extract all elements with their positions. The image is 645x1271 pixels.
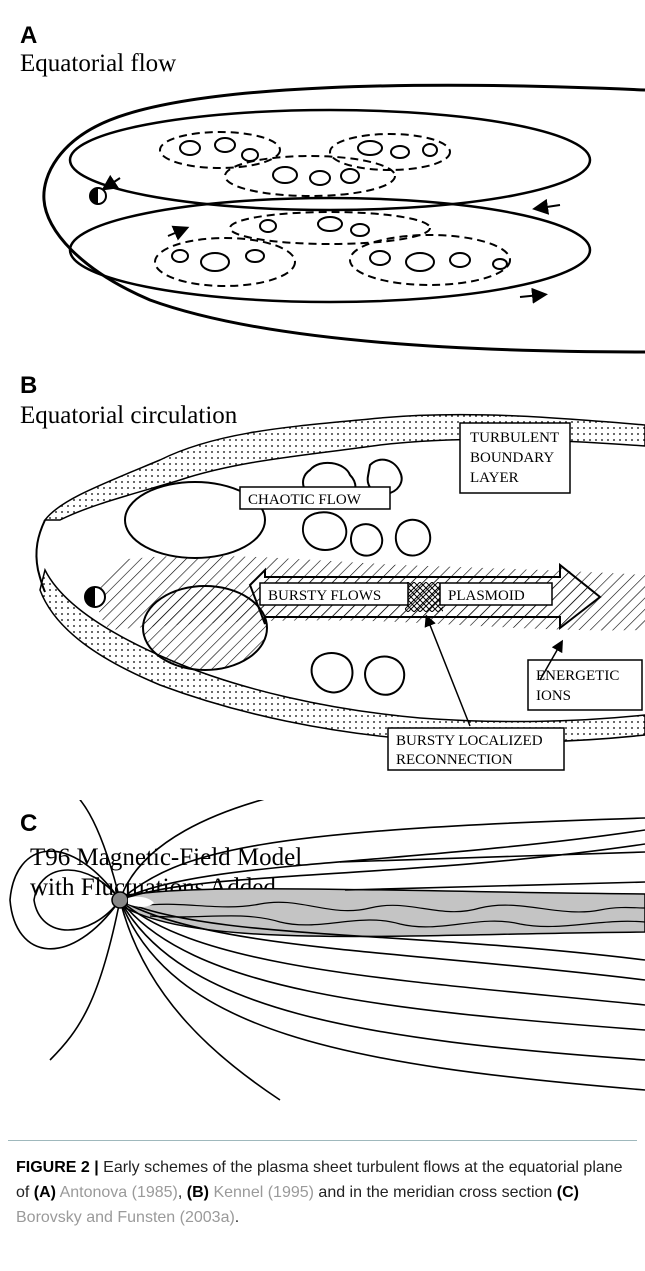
turbulent-label-3: LAYER	[470, 470, 519, 486]
turbulent-label-2: BOUNDARY	[470, 450, 554, 466]
magnetic-field-model-diagram	[0, 800, 645, 1130]
reconnection-label-1: BURSTY LOCALIZED	[396, 733, 543, 749]
energetic-label-2: IONS	[536, 688, 571, 704]
caption-ref-a[interactable]: Antonova (1985)	[56, 1184, 178, 1201]
energetic-label-1: ENERGETIC	[536, 668, 619, 684]
bursty-flows-label: BURSTY FLOWS	[268, 588, 381, 604]
figure-caption: FIGURE 2 | Early schemes of the plasma s…	[16, 1155, 632, 1230]
caption-text-2: and in the meridian cross section	[314, 1184, 557, 1201]
caption-ref-c-tag: (C)	[557, 1184, 579, 1201]
reconnection-label-2: RECONNECTION	[396, 752, 513, 768]
equatorial-circulation-diagram: BURSTY FLOWS PLASMOID CHAOTIC FLOW TURBU…	[0, 360, 645, 800]
caption-ref-a-tag: (A)	[34, 1184, 56, 1201]
plasmoid-label: PLASMOID	[448, 588, 525, 604]
caption-ref-b-tag: (B)	[187, 1184, 209, 1201]
caption-ref-b[interactable]: Kennel (1995)	[209, 1184, 314, 1201]
caption-label: FIGURE 2 |	[16, 1159, 99, 1176]
chaotic-flow-label: CHAOTIC FLOW	[248, 492, 362, 508]
panel-c: C T96 Magnetic-Field Model with Fluctuat…	[0, 800, 645, 1130]
caption-separator	[8, 1140, 637, 1141]
panel-a: A Equatorial flow	[0, 0, 645, 360]
turbulent-label-1: TURBULENT	[470, 430, 559, 446]
caption-sep-1: ,	[178, 1184, 187, 1201]
caption-ref-c[interactable]: Borovsky and Funsten (2003a)	[16, 1209, 235, 1226]
equatorial-flow-diagram	[0, 0, 645, 360]
panel-b: B Equatorial circulation	[0, 360, 645, 800]
caption-end: .	[235, 1209, 239, 1226]
